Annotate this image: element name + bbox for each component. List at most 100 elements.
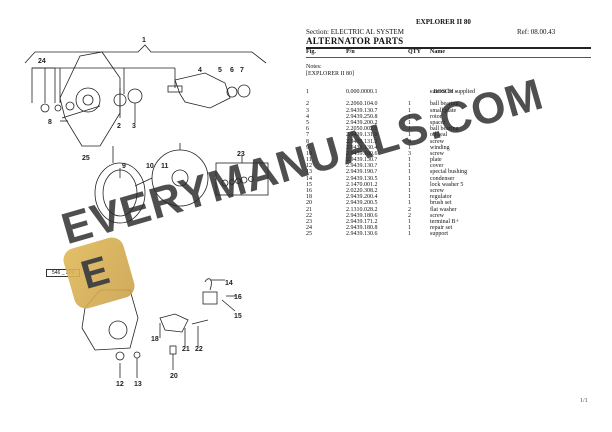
row-part-number: 2.2060.104.0 (346, 101, 378, 108)
svg-text:13: 13 (134, 381, 142, 388)
row-fig: 7 (306, 132, 309, 139)
row-name: condenser (430, 175, 455, 182)
row-qty: 1 (408, 144, 411, 151)
row-name: lock washer 5 (430, 181, 464, 188)
page-number: 1/1 (580, 398, 588, 404)
col-pn: P/n (346, 49, 355, 55)
row-name: screw (430, 188, 444, 195)
row-qty: 1 (408, 194, 411, 201)
svg-text:25: 25 (82, 155, 90, 162)
row-name: terminal B+ (430, 218, 459, 225)
model-header: EXPLORER II 80 (416, 18, 471, 26)
section-label: Section: ELECTRIC AL SYSTEM (306, 28, 404, 36)
row-fig: 14 (306, 175, 312, 182)
row-fig: 6 (306, 126, 309, 133)
svg-text:10: 10 (146, 163, 154, 170)
row-qty: 1 (408, 188, 411, 195)
row-part-number: 2.9439.130.6 (346, 231, 378, 238)
table-row: 21 2.1310.028.2 2 flat washer (306, 207, 596, 213)
row-qty: 1 (408, 101, 411, 108)
svg-text:24: 24 (38, 58, 46, 65)
row-fig: 8 (306, 138, 309, 145)
row-part-number: 2.9439.180.6 (346, 212, 378, 219)
row-qty: 1 (408, 218, 411, 225)
watermark-logo-letter: E (76, 248, 115, 298)
row-fig: 9 (306, 144, 309, 151)
row-fig: 21 (306, 206, 312, 213)
table-row: 25 2.9439.130.6 1 support (306, 231, 596, 237)
row-name-sub: - BOSCH - (430, 89, 458, 95)
col-name: Name (430, 49, 445, 55)
row-part-number: 2.9439.190.? (346, 169, 378, 176)
row-part-number: 0.000.0000.1 (346, 89, 378, 95)
row-qty: 1 (408, 107, 411, 114)
svg-text:8: 8 (48, 119, 52, 126)
table-row: 23 2.9439.171.2 1 terminal B+ (306, 219, 596, 225)
column-rule (306, 57, 591, 58)
row-part-number: 2.9439.171.2 (346, 218, 378, 225)
row-fig: 22 (306, 212, 312, 219)
row-fig: 10 (306, 150, 312, 157)
notes-label: Notes: (306, 64, 322, 70)
svg-text:22: 22 (195, 346, 203, 353)
row-part-number: 2.9439.130.? (346, 157, 378, 164)
row-qty: 1 (408, 225, 411, 232)
row-name: ball bearing (430, 126, 459, 133)
row-name: rotor (430, 113, 442, 120)
row-qty: 1 (408, 157, 411, 164)
row-part-number: 2.9439.131.2 (346, 138, 378, 145)
row-name: flat washer (430, 206, 457, 213)
row-part-number: 2.9439.200.4 (346, 194, 378, 201)
svg-text:16: 16 (234, 294, 242, 301)
row-name: plate (430, 157, 442, 164)
row-fig: 23 (306, 218, 312, 225)
row-fig: 3 (306, 107, 309, 114)
row-name: cover (430, 163, 444, 170)
row-fig: 15 (306, 181, 312, 188)
svg-text:4: 4 (198, 67, 202, 74)
row-part-number: 2.9439.180.8 (346, 225, 378, 232)
row-fig: 2 (306, 101, 309, 108)
row-name: oil seal (430, 132, 448, 139)
row-part-number: 2.9439.130.7 (346, 107, 378, 114)
row-qty: 1 (408, 126, 411, 133)
row-fig: 25 (306, 231, 312, 238)
row-part-number: 2.9439.250.8 (346, 113, 378, 120)
svg-text:14: 14 (225, 280, 233, 287)
row-name: winding (430, 144, 450, 151)
ref-label: Ref: 08.00.43 (517, 28, 556, 36)
svg-text:2: 2 (117, 123, 121, 130)
row-name: screw (430, 150, 444, 157)
row-part-number: 2.1310.028.2 (346, 206, 378, 213)
row-qty: 1 (408, 231, 411, 238)
row-qty: 2 (408, 206, 411, 213)
row-qty: 3 (408, 150, 411, 157)
svg-text:21: 21 (182, 346, 190, 353)
row-part-number: 2.9439.130.? (346, 163, 378, 170)
row-part-number: 2.9439.131.0 (346, 132, 378, 139)
row-name: repair set (430, 225, 453, 232)
svg-text:18: 18 (151, 336, 159, 343)
row-name: ball bearing (430, 101, 459, 108)
svg-text:5: 5 (218, 67, 222, 74)
row-name: support (430, 231, 448, 238)
svg-text:15: 15 (234, 313, 242, 320)
row-fig: 16 (306, 188, 312, 195)
row-name: special bushing (430, 169, 468, 176)
col-qty: QTY (408, 49, 422, 55)
